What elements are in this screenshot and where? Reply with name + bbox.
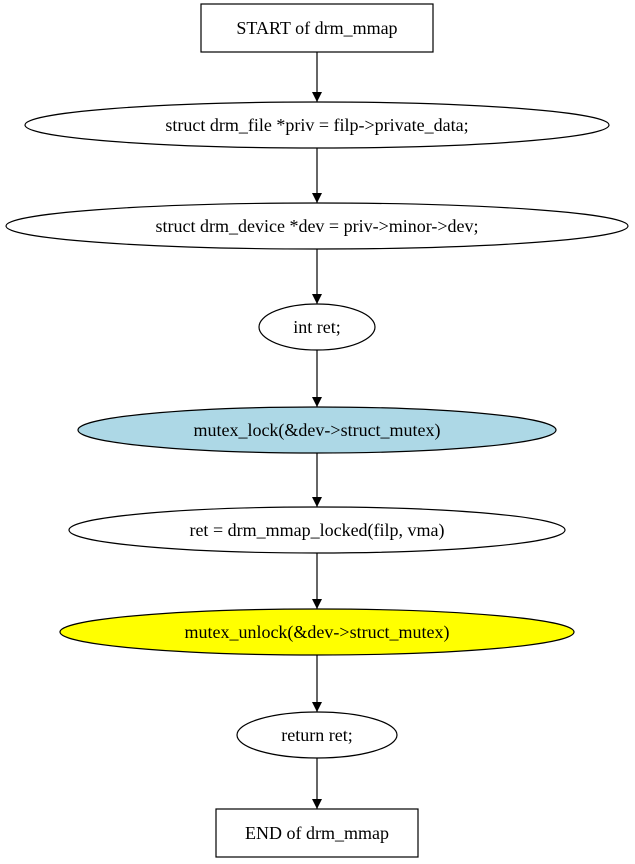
node-priv: struct drm_file *priv = filp->private_da… bbox=[24, 101, 610, 149]
node-priv-ellipse bbox=[24, 101, 610, 149]
node-dev: struct drm_device *dev = priv->minor->de… bbox=[5, 202, 629, 250]
node-start: START of drm_mmap bbox=[200, 3, 434, 53]
node-ret-decl-ellipse bbox=[258, 303, 376, 351]
node-end-label: END of drm_mmap bbox=[245, 823, 389, 843]
node-priv-label: struct drm_file *priv = filp->private_da… bbox=[165, 115, 468, 135]
node-end: END of drm_mmap bbox=[215, 808, 419, 858]
node-mutex-unlock: mutex_unlock(&dev->struct_mutex) bbox=[59, 608, 575, 656]
node-ret-decl-label: int ret; bbox=[293, 317, 341, 337]
node-end-box bbox=[215, 808, 419, 858]
node-mmap-locked: ret = drm_mmap_locked(filp, vma) bbox=[68, 506, 566, 554]
node-mutex-lock-ellipse bbox=[77, 406, 557, 454]
node-dev-ellipse bbox=[5, 202, 629, 250]
node-start-label: START of drm_mmap bbox=[236, 18, 397, 38]
node-mutex-unlock-label: mutex_unlock(&dev->struct_mutex) bbox=[184, 622, 449, 643]
node-start-box bbox=[200, 3, 434, 53]
node-mutex-lock: mutex_lock(&dev->struct_mutex) bbox=[77, 406, 557, 454]
node-mutex-lock-label: mutex_lock(&dev->struct_mutex) bbox=[193, 420, 440, 441]
node-mmap-locked-label: ret = drm_mmap_locked(filp, vma) bbox=[189, 520, 444, 541]
node-mmap-locked-ellipse bbox=[68, 506, 566, 554]
node-dev-label: struct drm_device *dev = priv->minor->de… bbox=[155, 216, 478, 236]
node-return-ellipse bbox=[236, 711, 398, 759]
node-ret-decl: int ret; bbox=[258, 303, 376, 351]
node-return: return ret; bbox=[236, 711, 398, 759]
node-return-label: return ret; bbox=[281, 725, 352, 745]
node-mutex-unlock-ellipse bbox=[59, 608, 575, 656]
